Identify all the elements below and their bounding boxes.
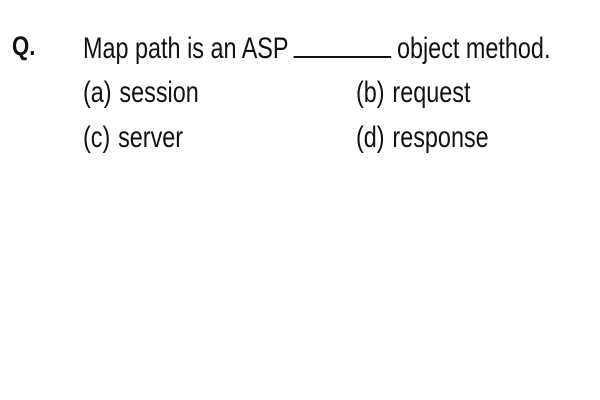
- option-a-key: (a): [83, 76, 112, 109]
- option-a: (a)session: [83, 77, 199, 109]
- option-d-text: response: [392, 121, 489, 154]
- option-b: (b)request: [356, 77, 470, 109]
- option-b-key: (b): [356, 76, 385, 109]
- question-stem: Map path is an ASP object method.: [83, 30, 550, 65]
- question-stem-after: object method.: [396, 32, 551, 65]
- option-b-text: request: [392, 76, 471, 109]
- question-stem-before: Map path is an ASP: [83, 32, 289, 65]
- option-c-key: (c): [83, 121, 111, 154]
- option-d-key: (d): [356, 121, 385, 154]
- answer-blank: [293, 30, 391, 58]
- option-c: (c)server: [83, 122, 183, 154]
- option-a-text: session: [119, 76, 199, 109]
- option-c-text: server: [118, 121, 184, 154]
- question-label: Q.: [12, 31, 36, 61]
- option-d: (d)response: [356, 122, 489, 154]
